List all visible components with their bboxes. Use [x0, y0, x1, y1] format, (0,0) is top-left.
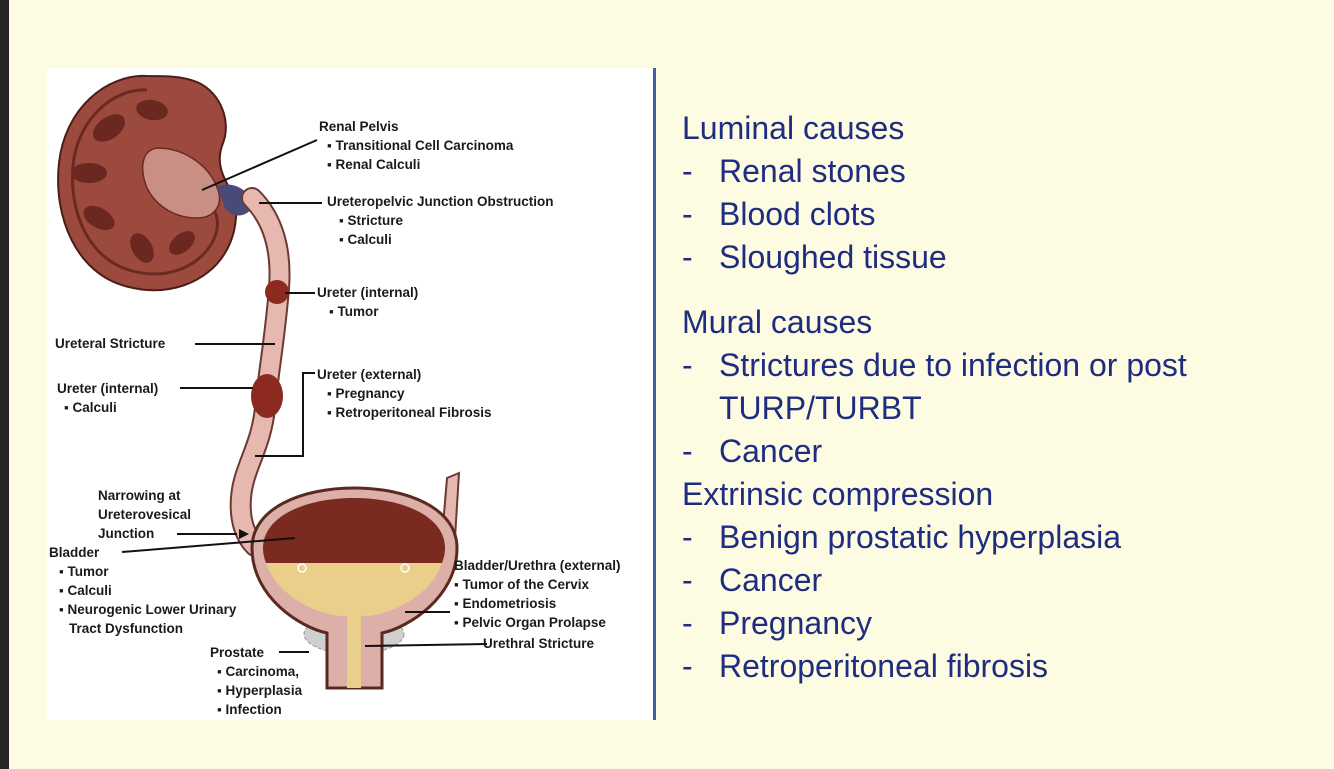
label-bladder-urethra-external-item: ▪ Pelvic Organ Prolapse: [454, 615, 606, 630]
label-narrowing: Narrowing at: [98, 488, 181, 503]
vertical-divider: [653, 68, 656, 720]
list-item: -Pregnancy: [682, 602, 1312, 645]
label-ureter-internal-right-item: ▪ Tumor: [329, 304, 379, 319]
label-prostate: Prostate: [210, 645, 265, 660]
list-item: -Blood clots: [682, 193, 1312, 236]
list-item-text: Cancer: [719, 562, 823, 598]
causes-list: Luminal causes -Renal stones -Blood clot…: [682, 107, 1312, 688]
luminal-causes-heading: Luminal causes: [682, 110, 905, 146]
label-ureter-external: Ureter (external): [317, 367, 421, 382]
list-item: -Benign prostatic hyperplasia: [682, 516, 1312, 559]
kidney: [57, 74, 252, 292]
label-narrowing: Junction: [98, 526, 154, 541]
list-item: -Retroperitoneal fibrosis: [682, 645, 1312, 688]
label-ureter-internal-right: Ureter (internal): [317, 285, 418, 300]
label-prostate-item: ▪ Carcinoma,: [217, 664, 299, 679]
label-bladder-item: Tract Dysfunction: [69, 621, 183, 636]
bullet-dash: -: [682, 196, 693, 232]
urinary-tract-figure: Renal Pelvis ▪ Transitional Cell Carcino…: [47, 68, 654, 720]
label-bladder-urethra-external-item: ▪ Endometriosis: [454, 596, 556, 611]
label-bladder: Bladder: [49, 545, 100, 560]
bullet-dash: -: [682, 239, 693, 275]
bullet-dash: -: [682, 433, 693, 469]
bullet-dash: -: [682, 562, 693, 598]
label-renal-pelvis-item: ▪ Renal Calculi: [327, 157, 420, 172]
leader-lines: [121, 139, 488, 653]
list-item-text: Retroperitoneal fibrosis: [719, 648, 1049, 684]
list-item-text: Renal stones: [719, 153, 906, 189]
bullet-dash: -: [682, 648, 693, 684]
label-ureter-internal-left-item: ▪ Calculi: [64, 400, 117, 415]
label-upj-item: ▪ Stricture: [339, 213, 404, 228]
bladder: [250, 486, 459, 690]
list-item: -Cancer: [682, 430, 1312, 473]
list-item-text: Sloughed tissue: [719, 239, 947, 275]
bullet-dash: -: [682, 153, 693, 189]
label-upj-item: ▪ Calculi: [339, 232, 392, 247]
bullet-dash: -: [682, 605, 693, 641]
label-urethral-stricture: Urethral Stricture: [483, 636, 595, 651]
label-bladder-urethra-external-item: ▪ Tumor of the Cervix: [454, 577, 590, 592]
list-item: -Renal stones: [682, 150, 1312, 193]
urinary-tract-diagram: Renal Pelvis ▪ Transitional Cell Carcino…: [49, 74, 621, 717]
label-prostate-item: ▪ Hyperplasia: [217, 683, 303, 698]
list-item-text: Benign prostatic hyperplasia: [719, 519, 1122, 555]
list-item-text: Blood clots: [719, 196, 876, 232]
spacer: [682, 279, 1312, 301]
label-bladder-urethra-external: Bladder/Urethra (external): [454, 558, 621, 573]
label-bladder-item: ▪ Tumor: [59, 564, 109, 579]
label-renal-pelvis: Renal Pelvis: [319, 119, 399, 134]
list-item: -Sloughed tissue: [682, 236, 1312, 279]
label-bladder-item: ▪ Neurogenic Lower Urinary: [59, 602, 237, 617]
mural-causes-heading: Mural causes: [682, 304, 873, 340]
extrinsic-compression-heading: Extrinsic compression: [682, 476, 994, 512]
label-ureteral-stricture: Ureteral Stricture: [55, 336, 166, 351]
label-prostate-item: ▪ Infection: [217, 702, 282, 717]
label-upj: Ureteropelvic Junction Obstruction: [327, 194, 554, 209]
label-renal-pelvis-item: ▪ Transitional Cell Carcinoma: [327, 138, 514, 153]
bullet-dash: -: [682, 347, 693, 383]
list-item: -Cancer: [682, 559, 1312, 602]
list-item-text: Cancer: [719, 433, 823, 469]
left-edge-bar: [0, 0, 9, 769]
label-bladder-item: ▪ Calculi: [59, 583, 112, 598]
label-ureter-external-item: ▪ Pregnancy: [327, 386, 405, 401]
bullet-dash: -: [682, 519, 693, 555]
list-item: -Strictures due to infection or post TUR…: [682, 344, 1312, 430]
label-ureter-external-item: ▪ Retroperitoneal Fibrosis: [327, 405, 492, 420]
list-item-text: Strictures due to infection or post TURP…: [719, 347, 1187, 426]
label-ureter-internal-left: Ureter (internal): [57, 381, 158, 396]
diagram-labels: Renal Pelvis ▪ Transitional Cell Carcino…: [49, 119, 621, 717]
label-narrowing: Ureterovesical: [98, 507, 191, 522]
list-item-text: Pregnancy: [719, 605, 872, 641]
ureter: [229, 187, 291, 557]
